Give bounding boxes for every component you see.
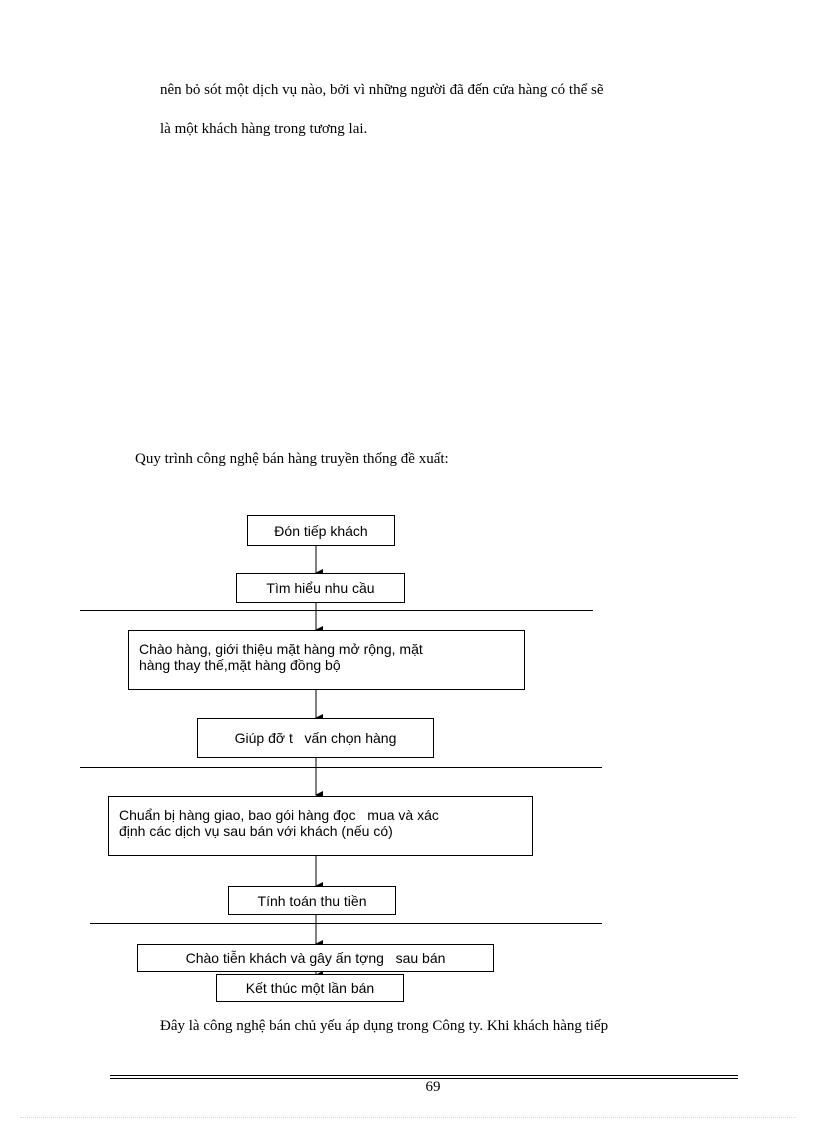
step-end-sale-label: Kết thúc một lần bán (245, 980, 375, 996)
step-welcome-customer-label: Đón tiếp khách (274, 522, 368, 539)
body-text-line-1: nên bỏ sót một dịch vụ nào, bởi vì những… (160, 82, 604, 98)
step-offer-products: Chào hàng, giới thiệu mặt hàng mở rộng, … (128, 630, 525, 690)
footer-rule-top (110, 1075, 738, 1076)
page-edge-dotted-line (20, 1117, 796, 1118)
step-collect-payment: Tính toán thu tiền (228, 886, 396, 915)
separator-line-2 (80, 767, 602, 768)
step-farewell-customer-label: Chào tiễn khách và gây ấn tợng sau bán (185, 950, 446, 966)
step-advise-selection-label: Giúp đỡ t vấn chọn hàng (234, 730, 397, 746)
step-prepare-goods: Chuẩn bị hàng giao, bao gói hàng đọc mua… (108, 796, 533, 856)
body-text-line-2: là một khách hàng trong tương lai. (160, 121, 368, 137)
separator-line-3 (90, 923, 602, 924)
step-farewell-customer: Chào tiễn khách và gây ấn tợng sau bán (137, 944, 494, 972)
step-prepare-goods-line-2: định các dịch vụ sau bán với khách (nếu … (119, 823, 393, 839)
step-understand-needs: Tìm hiểu nhu cầu (236, 573, 405, 603)
step-welcome-customer: Đón tiếp khách (247, 515, 395, 546)
step-prepare-goods-line-1: Chuẩn bị hàng giao, bao gói hàng đọc mua… (119, 807, 439, 823)
footer-rule-bottom (110, 1078, 738, 1079)
step-advise-selection: Giúp đỡ t vấn chọn hàng (197, 718, 434, 758)
step-end-sale: Kết thúc một lần bán (216, 974, 404, 1002)
body-text-bottom: Đây là công nghệ bán chủ yếu áp dụng tro… (160, 1018, 609, 1034)
step-offer-products-line-1: Chào hàng, giới thiệu mặt hàng mở rộng, … (139, 641, 423, 657)
page-number: 69 (425, 1079, 441, 1095)
step-collect-payment-label: Tính toán thu tiền (257, 892, 367, 909)
section-heading: Quy trình công nghệ bán hàng truyền thốn… (135, 451, 449, 467)
step-offer-products-line-2: hàng thay thế,mặt hàng đồng bộ (139, 657, 341, 673)
separator-line-1 (80, 610, 593, 611)
step-understand-needs-label: Tìm hiểu nhu cầu (266, 580, 375, 596)
